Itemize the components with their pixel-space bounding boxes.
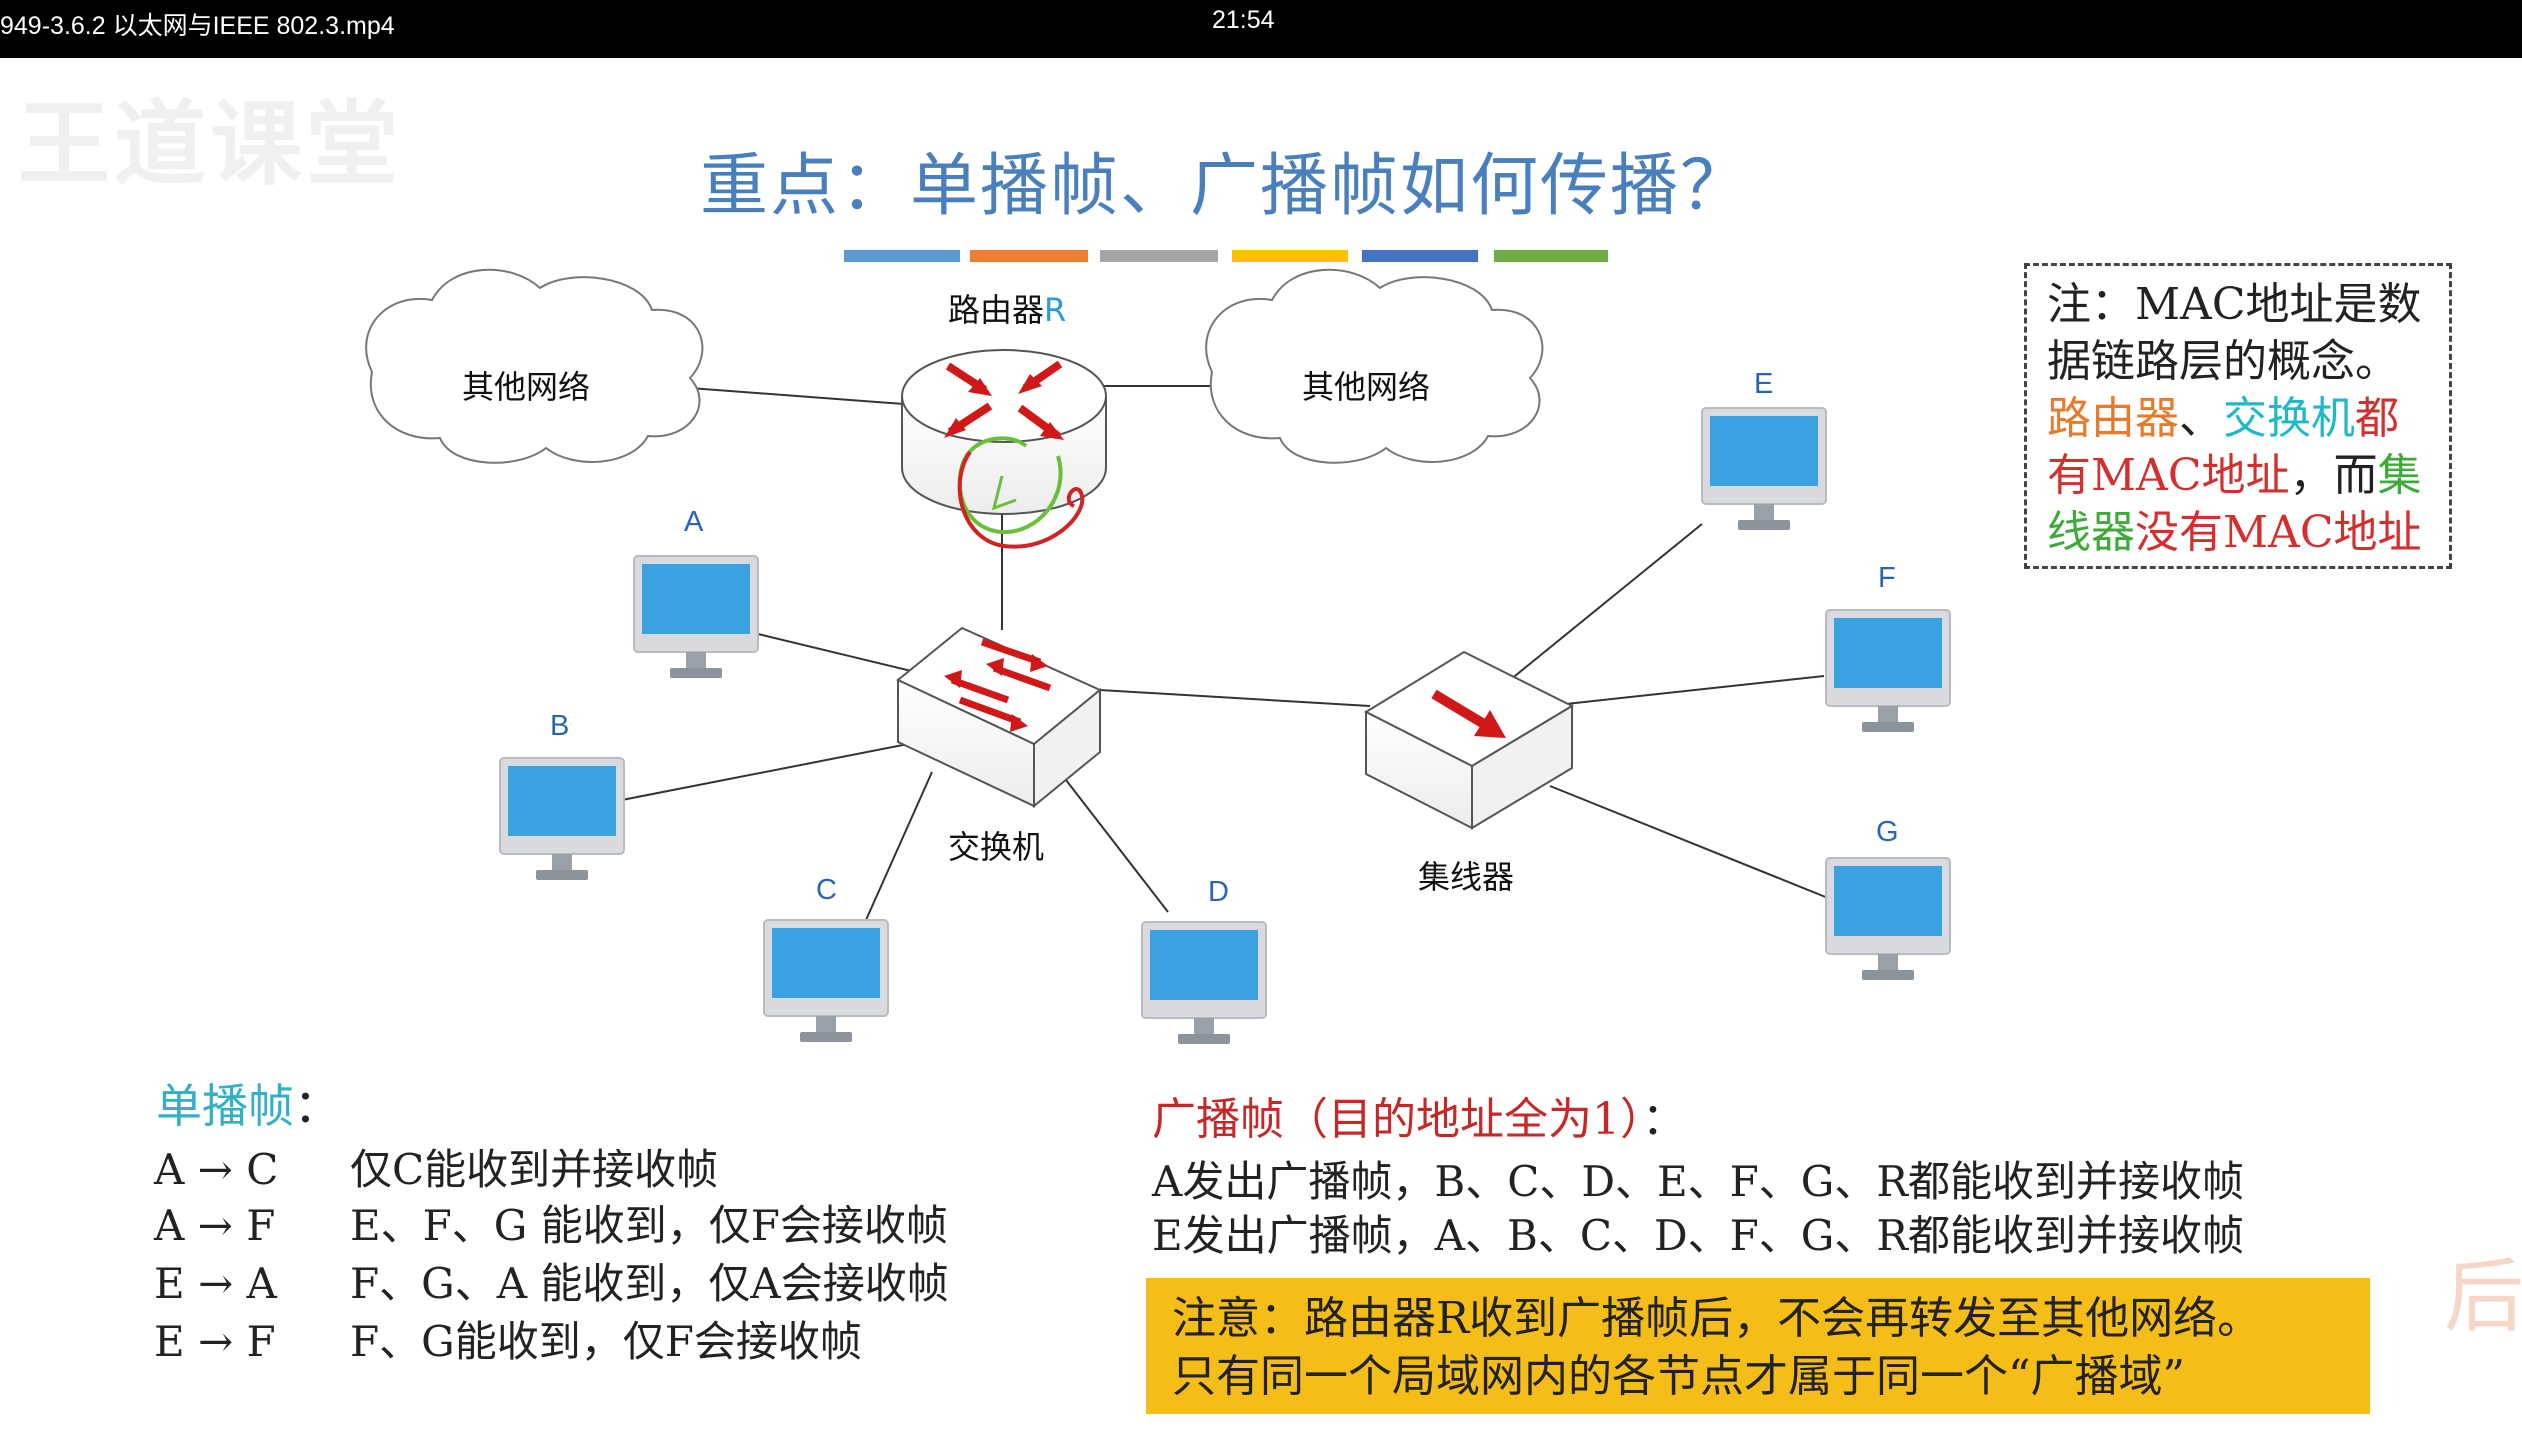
host-a-icon — [633, 555, 759, 679]
broadcast-row: E发出广播帧，A、B、C、D、F、G、R都能收到并接收帧 — [1152, 1211, 2244, 1260]
note-line-5: 线器没有MAC地址 — [2047, 504, 2449, 561]
handwritten-annotation — [957, 436, 1085, 549]
note-switch: 交换机 — [2223, 393, 2355, 444]
note-sep: 、 — [2179, 393, 2223, 444]
watermark-logo: 王道课堂 — [18, 94, 403, 196]
links — [621, 385, 1829, 921]
unicast-row: A → C 仅C能收到并接收帧 — [154, 1136, 718, 1197]
cloud-left-label: 其他网络 — [462, 368, 591, 406]
broadcast-title-text: 广播帧（目的地址全为1） — [1152, 1094, 1642, 1145]
color-bar-6 — [1494, 250, 1608, 262]
unicast-pair: E → A — [154, 1259, 277, 1308]
unicast-desc: F、G、A 能收到，仅A会接收帧 — [350, 1259, 949, 1308]
switch-icon — [896, 626, 1102, 809]
host-g-icon — [1825, 857, 1951, 981]
note-line-1: 注：MAC地址是数 — [2047, 279, 2422, 330]
broadcast-domain-note: 注意：路由器R收到广播帧后，不会再转发至其他网络。 只有同一个局域网内的各节点才… — [1146, 1278, 2370, 1414]
slide-canvas — [0, 58, 2522, 1438]
note-line-4: 有MAC地址，而集 — [2047, 447, 2449, 504]
unicast-row: E → A F、G、A 能收到，仅A会接收帧 — [154, 1250, 949, 1311]
unicast-row: A → F E、F、G 能收到，仅F会接收帧 — [154, 1192, 948, 1253]
host-e-label: E — [1754, 368, 1774, 400]
broadcast-row: A发出广播帧，B、C、D、E、F、G、R都能收到并接收帧 — [1152, 1157, 2244, 1206]
note-line-3: 路由器、交换机都 — [2047, 390, 2449, 447]
host-e-icon — [1701, 407, 1827, 531]
switch-label: 交换机 — [948, 828, 1045, 866]
unicast-desc: F、G能收到，仅F会接收帧 — [350, 1317, 862, 1366]
next-slide-peek: 后 — [2444, 1250, 2522, 1343]
attention-line-2: 只有同一个局域网内的各节点才属于同一个“广播域” — [1172, 1351, 2185, 1402]
note-hub-part1: 集 — [2377, 450, 2422, 501]
unicast-title: 单播帧： — [156, 1070, 340, 1136]
host-g-label: G — [1876, 816, 1899, 848]
host-c-label: C — [816, 874, 837, 906]
router-label-suffix: R — [1044, 291, 1067, 329]
hub-label: 集线器 — [1418, 858, 1515, 896]
playback-time: 21:54 — [1212, 6, 1275, 34]
unicast-title-colon: ： — [294, 1079, 340, 1133]
unicast-title-text: 单播帧 — [156, 1079, 294, 1133]
mac-address-note: 注：MAC地址是数 据链路层的概念。 路由器、交换机都 有MAC地址，而集 线器… — [2024, 263, 2452, 569]
slide-title: 重点：单播帧、广播帧如何传播？ — [700, 147, 1751, 226]
note-line-2: 据链路层的概念。 — [2047, 336, 2399, 387]
hub-icon — [1363, 650, 1575, 830]
color-bar-4 — [1232, 250, 1348, 262]
unicast-desc: E、F、G 能收到，仅F会接收帧 — [350, 1201, 948, 1250]
color-bar-1 — [844, 250, 960, 262]
host-d-icon — [1141, 921, 1267, 1045]
broadcast-title-colon: ： — [1642, 1094, 1686, 1145]
note-no-mac: 没有MAC地址 — [2135, 507, 2422, 558]
unicast-row: E → F F、G能收到，仅F会接收帧 — [154, 1308, 862, 1369]
unicast-desc: 仅C能收到并接收帧 — [350, 1145, 719, 1194]
note-has-mac: 有MAC地址 — [2047, 450, 2290, 501]
host-a-label: A — [684, 506, 704, 538]
host-b-icon — [499, 757, 625, 881]
router-label: 路由器R — [948, 285, 1066, 331]
broadcast-title: 广播帧（目的地址全为1）： — [1152, 1083, 1686, 1147]
unicast-pair: A → F — [154, 1201, 276, 1250]
router-icon — [901, 349, 1107, 515]
note-comma-and: ，而 — [2289, 450, 2378, 501]
color-bar-5 — [1362, 250, 1478, 262]
host-d-label: D — [1208, 876, 1229, 908]
color-bar-2 — [970, 250, 1088, 262]
host-b-label: B — [550, 710, 570, 742]
note-hub-part2: 线器 — [2047, 507, 2135, 558]
host-f-icon — [1825, 609, 1951, 733]
video-title-bar: 949-3.6.2 以太网与IEEE 802.3.mp4 21:54 — [0, 0, 2522, 58]
cloud-right-label: 其他网络 — [1302, 368, 1431, 406]
unicast-pair: E → F — [154, 1317, 276, 1366]
cloud-other-network-right — [1205, 268, 1544, 464]
unicast-pair: A → C — [154, 1145, 279, 1194]
color-bar-3 — [1100, 250, 1218, 262]
video-filename: 949-3.6.2 以太网与IEEE 802.3.mp4 — [0, 12, 395, 40]
note-router: 路由器 — [2047, 393, 2179, 444]
host-c-icon — [763, 919, 889, 1043]
cloud-other-network-left — [365, 268, 704, 464]
host-f-label: F — [1878, 562, 1896, 594]
router-label-text: 路由器 — [948, 291, 1045, 329]
attention-line-1: 注意：路由器R收到广播帧后，不会再转发至其他网络。 — [1172, 1293, 2262, 1344]
note-all: 都 — [2355, 393, 2399, 444]
